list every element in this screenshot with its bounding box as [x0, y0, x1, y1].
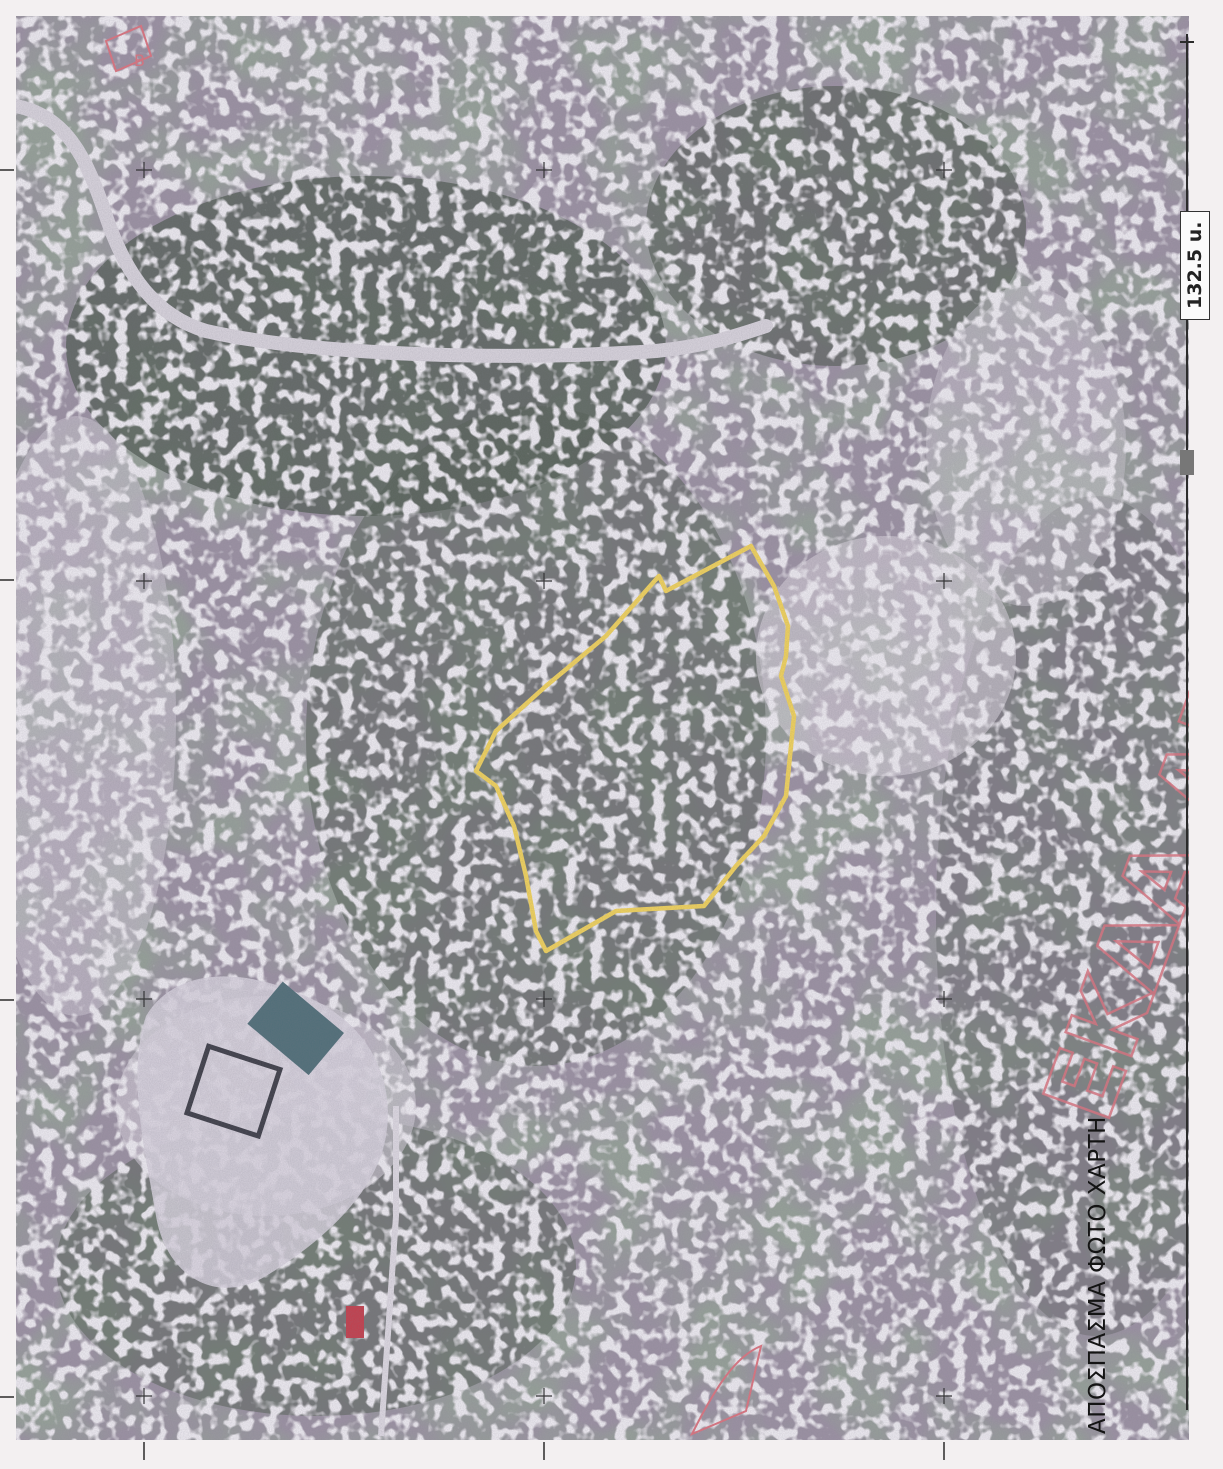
aerial-photo: B ΕΚΔΑ ΑΕ [16, 16, 1189, 1440]
aerial-photo-frame[interactable]: B ΕΚΔΑ ΑΕ [16, 16, 1189, 1440]
grain-overlay [16, 16, 1189, 1440]
map-caption: ΑΠΟΣΠΑΣΜΑ ΦΩΤΟ ΧΑΡΤΗ [1085, 1116, 1111, 1434]
scale-bar-block [1180, 450, 1194, 475]
